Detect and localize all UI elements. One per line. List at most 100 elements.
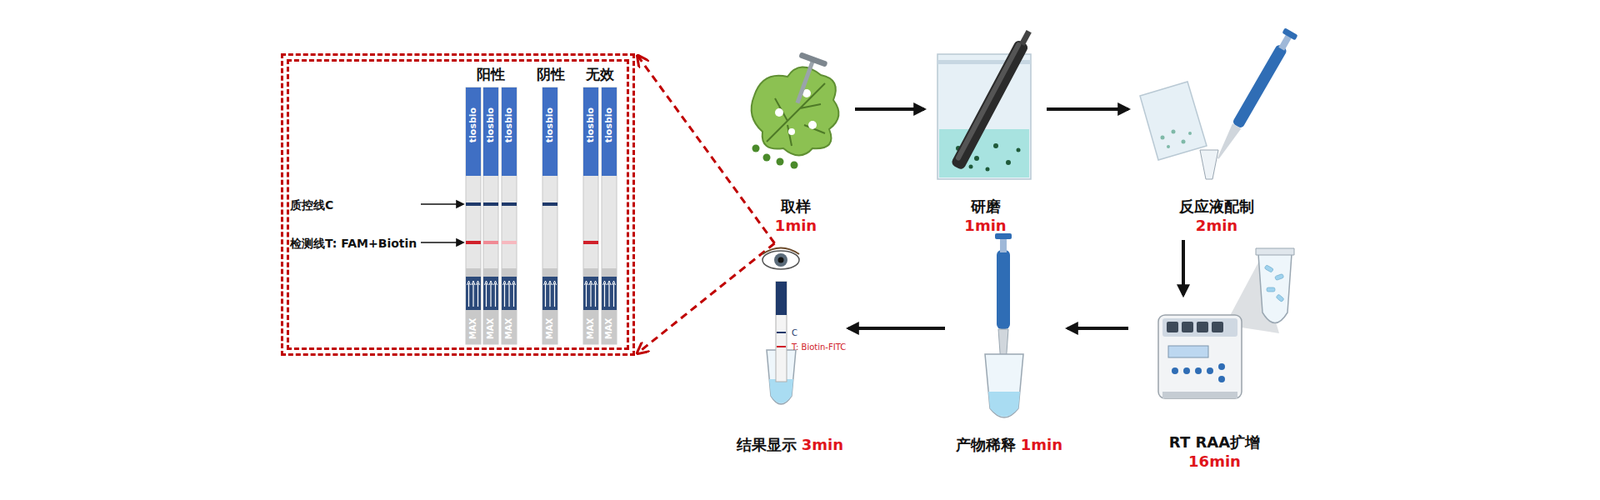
strip-mark: MAX	[605, 317, 615, 339]
strip-arrow-head	[544, 280, 548, 285]
strip-arrow	[477, 283, 479, 307]
test-line	[465, 240, 481, 245]
result-reading	[762, 248, 800, 405]
strip-arrow-head	[485, 280, 489, 285]
flow-arrow	[1046, 107, 1129, 111]
test-line	[501, 240, 517, 245]
strip-arrow	[504, 283, 505, 307]
strip-pad	[501, 268, 517, 345]
line-label: 质控线C	[290, 197, 334, 213]
strip-arrow-head	[489, 280, 493, 285]
strip-arrow	[545, 283, 546, 307]
strip-brand: tiosbio	[485, 107, 496, 143]
strip-brand: tiosbio	[468, 107, 479, 143]
line-label: T: Biotin-FITC	[791, 342, 846, 352]
test-strip	[483, 87, 499, 345]
strip-arrow	[590, 283, 591, 307]
reaction-prep	[1140, 27, 1299, 180]
strip-arrow-head	[512, 280, 516, 285]
test-strip	[501, 87, 517, 345]
test-strip	[542, 87, 558, 345]
strip-arrow-band	[542, 276, 558, 310]
step-time: 16min	[1188, 451, 1241, 471]
incubator	[1158, 248, 1295, 399]
strip-mark: MAX	[586, 317, 596, 339]
control-line	[542, 202, 558, 206]
strip-arrow-band	[501, 276, 517, 310]
test-line	[483, 240, 499, 245]
step-time: 2min	[1195, 215, 1238, 235]
strip-brand: tiosbio	[504, 107, 515, 143]
column-heading: 无效	[585, 65, 615, 84]
strip-header	[601, 87, 617, 176]
strip-pad	[483, 268, 499, 345]
column-heading: 阳性	[476, 65, 505, 84]
strip-arrow-band	[583, 276, 599, 310]
strip-arrow	[485, 283, 487, 307]
flow-arrow	[1181, 240, 1185, 295]
strip-header	[583, 87, 599, 176]
strip-arrow-head	[594, 280, 598, 285]
result-legend-box: 阳性阴性无效质控线C检测线T: FAM+Biotin	[280, 53, 635, 356]
step-label: RT RAA扩增	[1169, 432, 1260, 452]
inner-dashed-border	[286, 59, 630, 350]
strip-header	[501, 87, 517, 176]
zoom-connector	[638, 56, 775, 244]
strip-pad	[601, 268, 617, 345]
strip-arrow-head	[548, 280, 552, 285]
strip-mark: MAX	[486, 317, 496, 339]
step-label: 产物稀释	[955, 435, 1016, 455]
strip-brand: tiosbio	[585, 107, 596, 143]
step-time: 1min	[1020, 435, 1063, 455]
line-pointers	[420, 200, 464, 246]
strip-arrow	[604, 283, 605, 307]
strip-arrow-head	[503, 280, 507, 285]
zoom-connector	[638, 243, 775, 353]
process-step: 研磨1min	[929, 33, 1042, 235]
step-time: 3min	[801, 435, 844, 455]
strip-brand: tiosbio	[604, 107, 615, 143]
process-step: 取样1min	[741, 58, 850, 235]
strip-arrow	[508, 283, 510, 307]
test-strips	[465, 87, 617, 345]
test-line	[583, 240, 599, 245]
process-step: 反应液配制2min	[1133, 33, 1300, 235]
strip-arrow-band	[601, 276, 617, 310]
strip-header	[465, 87, 481, 176]
test-strip	[583, 87, 599, 345]
control-line	[483, 202, 499, 206]
strip-arrow-head	[603, 280, 607, 285]
strip-pad	[465, 268, 481, 345]
strip-arrow-band	[465, 276, 481, 310]
strip-pad	[583, 268, 599, 345]
strip-arrow-head	[494, 280, 498, 285]
step-label: 结果显示	[736, 435, 797, 455]
process-step: RT RAA扩增16min	[1133, 300, 1296, 471]
strip-arrow	[595, 283, 596, 307]
grinding-bag	[937, 28, 1035, 180]
strip-header	[542, 87, 558, 176]
flow-arrow	[855, 107, 925, 111]
strip-arrow	[472, 283, 474, 307]
step-time: 1min	[775, 215, 817, 235]
strip-arrow	[554, 283, 555, 307]
strip-arrow	[468, 283, 470, 307]
line-label: C	[791, 328, 798, 338]
test-strip	[601, 87, 617, 345]
strip-mark: MAX	[505, 317, 515, 339]
flow-arrow	[848, 326, 945, 330]
control-line	[465, 202, 481, 206]
process-step: 产物稀释1min	[950, 241, 1063, 455]
strip-arrow	[490, 283, 491, 307]
step-label: 取样	[780, 196, 811, 216]
strip-arrow-head	[585, 280, 589, 285]
strip-arrow	[513, 283, 515, 307]
strip-mark: MAX	[469, 317, 479, 339]
leaf-sampling	[751, 51, 840, 169]
strip-arrow	[613, 283, 615, 307]
strip-arrow-head	[476, 280, 480, 285]
test-strip	[465, 87, 481, 345]
strip-arrow-head	[467, 280, 471, 285]
step-time: 1min	[964, 215, 1006, 235]
